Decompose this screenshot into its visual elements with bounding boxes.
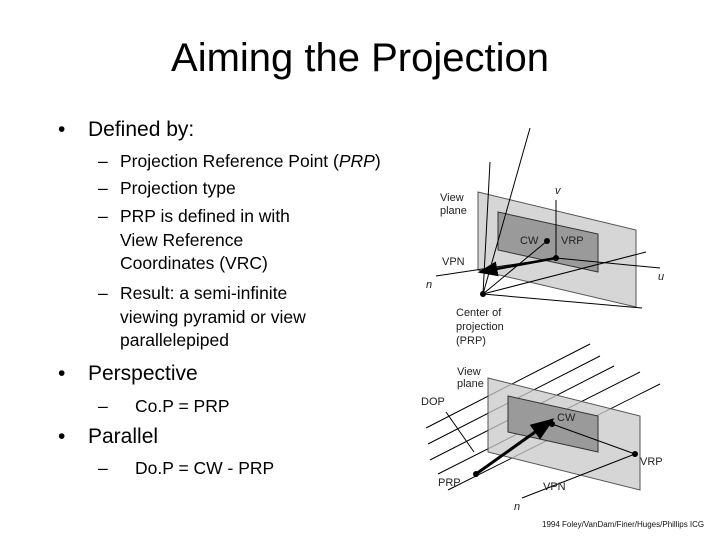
line: Coordinates (VRC) xyxy=(120,253,268,273)
u-axis xyxy=(555,257,661,269)
prp-abbrev: PRP xyxy=(338,151,375,171)
projector xyxy=(482,161,491,295)
dop-label: DOP xyxy=(421,396,445,408)
vrp-label: VRP xyxy=(640,456,663,468)
line: View Reference xyxy=(120,229,244,250)
vpn-label: VPN xyxy=(442,256,465,268)
bullet-dot: • xyxy=(58,362,66,385)
vrp-point xyxy=(632,451,638,457)
sub-bullet-text: Do.P = CW - PRP xyxy=(135,458,275,478)
cw-point xyxy=(544,238,550,244)
cw-label: CW xyxy=(520,235,539,247)
prp-prefix: Projection Reference Point ( xyxy=(120,151,339,171)
u-label: u xyxy=(658,271,664,283)
dash: – xyxy=(98,283,108,303)
prp-label: PRP xyxy=(438,477,461,489)
parallel-diagram: View plane DOP CW VRP PRP VPN n xyxy=(421,343,663,513)
dop-arrow xyxy=(475,418,555,476)
vrp-to-cw xyxy=(551,423,636,455)
sub-bullet-text: Result: a semi-infinite viewing pyramid … xyxy=(120,282,306,353)
cw-point xyxy=(549,421,555,427)
bullet-dot: • xyxy=(58,118,66,141)
vrp-label: VRP xyxy=(561,235,584,247)
line: Result: a semi-infinite xyxy=(120,283,288,303)
prp-point xyxy=(480,291,486,297)
sub-bullet-text: PRP is defined in with View Reference Co… xyxy=(120,205,290,276)
vpn-label: VPN xyxy=(543,481,566,493)
line: parallelepiped xyxy=(120,330,229,350)
cw-label: CW xyxy=(557,412,576,424)
bullet-dot: • xyxy=(58,425,66,448)
sub-bullet-text: Projection Reference Point (PRP) xyxy=(120,150,381,174)
prp-suffix: ) xyxy=(374,151,381,171)
projector xyxy=(482,293,643,309)
sub-bullet-text: Projection type xyxy=(120,178,236,198)
perspective-diagram: View plane v CW VRP VPN u n Center of pr… xyxy=(426,127,664,347)
v-label: v xyxy=(555,185,562,197)
n-label: n xyxy=(426,279,432,291)
slide-title: Aiming the Projection xyxy=(171,36,549,80)
dash: – xyxy=(98,458,108,478)
projector xyxy=(482,251,647,295)
vrp-point xyxy=(553,255,559,261)
line: viewing pyramid or view xyxy=(120,306,306,327)
cop-label: Center of projection (PRP) xyxy=(456,307,507,347)
n-label: n xyxy=(514,501,520,513)
n-axis xyxy=(521,453,636,499)
line: PRP is defined in with xyxy=(120,206,290,226)
projector xyxy=(482,127,531,295)
view-plane-label: View plane xyxy=(457,366,484,390)
prp-point xyxy=(473,471,479,477)
dash: – xyxy=(98,151,108,171)
view-plane-label: View plane xyxy=(440,192,467,217)
prp-to-cw xyxy=(482,240,548,295)
sub-bullet-text: Co.P = PRP xyxy=(135,396,230,416)
dash: – xyxy=(98,396,108,416)
credit-line: 1994 Foley/VanDam/Finer/Huges/Phillips I… xyxy=(542,520,705,529)
dash: – xyxy=(98,206,108,226)
bullet-text: Perspective xyxy=(88,362,198,385)
dop-pointer xyxy=(445,411,475,453)
dash: – xyxy=(98,178,108,198)
bullet-text: Parallel xyxy=(88,425,159,448)
bullet-text: Defined by: xyxy=(88,118,195,141)
